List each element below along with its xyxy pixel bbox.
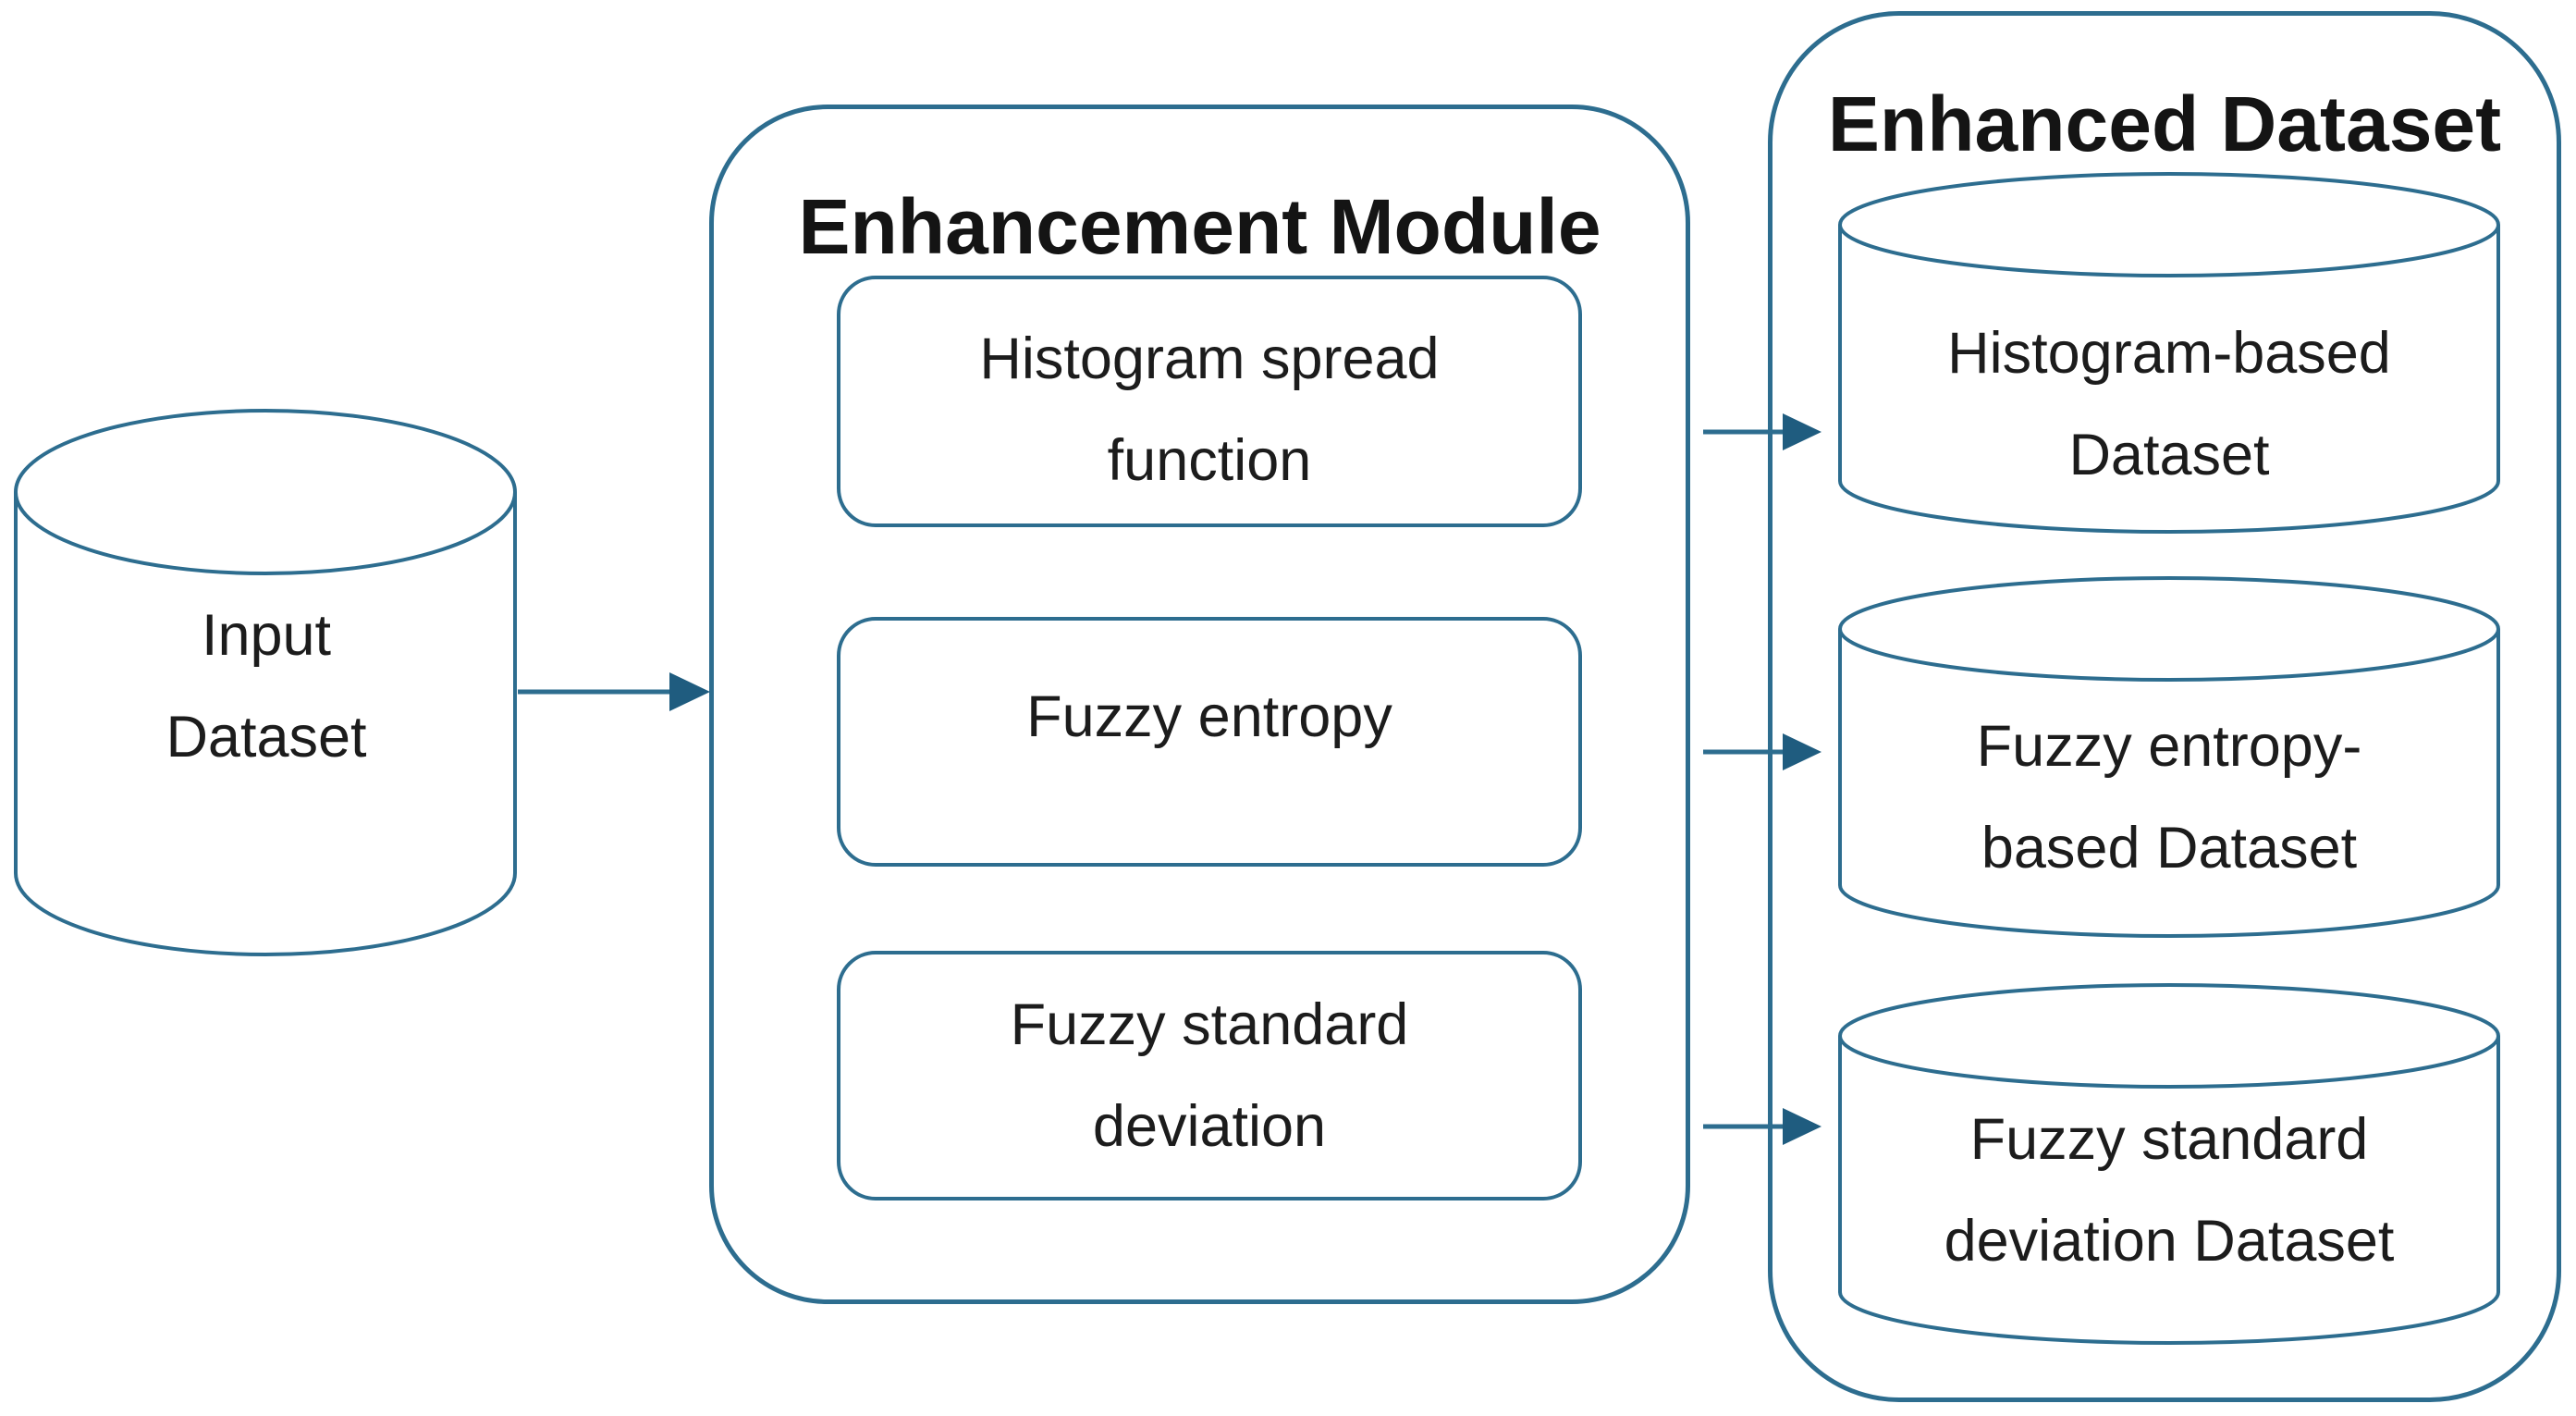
box-fuzzy-entropy: Fuzzy entropy xyxy=(837,617,1582,867)
box-fuzzy-standard-deviation-line1: Fuzzy standard xyxy=(1010,992,1409,1057)
input-dataset-line1: Input xyxy=(201,603,332,668)
box-fuzzy-entropy-line1: Fuzzy entropy xyxy=(1026,683,1392,749)
input-dataset-label: Input Dataset xyxy=(14,583,519,790)
histogram-dataset-line2: Dataset xyxy=(2068,423,2270,487)
arrow-input-head xyxy=(669,672,710,711)
enhanced-dataset-title: Enhanced Dataset xyxy=(1827,80,2502,167)
fuzzy-std-dataset-label: Fuzzy standard deviation Dataset xyxy=(1840,1093,2498,1287)
enhancement-module-title: Enhancement Module xyxy=(798,183,1601,270)
fuzzy-entropy-dataset-label: Fuzzy entropy- based Dataset xyxy=(1840,700,2498,894)
input-dataset-line2: Dataset xyxy=(166,705,367,770)
box-fuzzy-standard-deviation-line2: deviation xyxy=(1092,1094,1327,1159)
fuzzy-std-dataset-line2: deviation Dataset xyxy=(1944,1209,2395,1274)
box-histogram-spread-line2: function xyxy=(1107,428,1312,493)
box-fuzzy-standard-deviation: Fuzzy standard deviation xyxy=(837,951,1582,1201)
box-histogram-spread-line1: Histogram spread xyxy=(979,326,1440,391)
histogram-dataset-line1: Histogram-based xyxy=(1947,321,2391,386)
fuzzy-std-dataset-line1: Fuzzy standard xyxy=(1969,1107,2369,1172)
histogram-dataset-label: Histogram-based Dataset xyxy=(1840,307,2498,501)
box-histogram-spread-function: Histogram spread function xyxy=(837,276,1582,527)
fuzzy-entropy-dataset-line1: Fuzzy entropy- xyxy=(1976,714,2362,779)
fuzzy-entropy-dataset-line2: based Dataset xyxy=(1981,816,2358,880)
input-cylinder-top xyxy=(14,409,517,575)
arrow-input-to-module xyxy=(518,672,710,711)
